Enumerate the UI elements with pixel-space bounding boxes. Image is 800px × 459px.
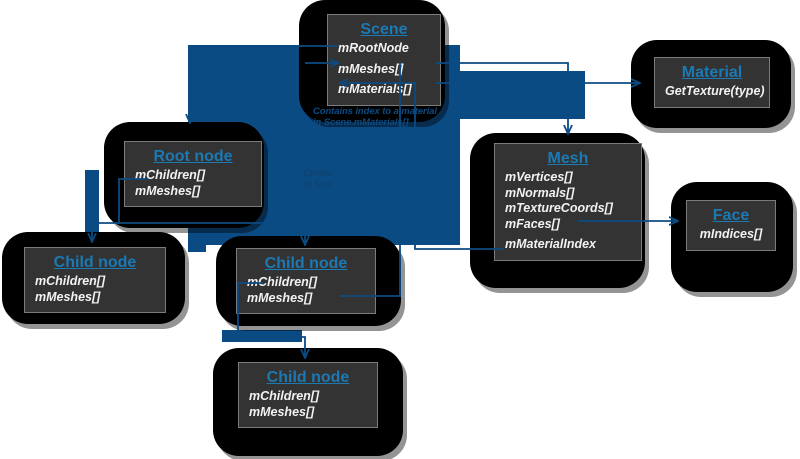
classbox-child-node-left[interactable]: Child node mChildren[] mMeshes[]	[24, 247, 166, 313]
root-node-title: Root node	[153, 148, 233, 165]
mesh-fields: mVertices[] mNormals[] mTextureCoords[] …	[505, 170, 631, 253]
child-node-left-fields: mChildren[] mMeshes[]	[35, 274, 155, 305]
classbox-mesh[interactable]: Mesh mVertices[] mNormals[] mTextureCoor…	[494, 143, 642, 261]
classbox-child-node-mid[interactable]: Child node mChildren[] mMeshes[]	[236, 248, 376, 314]
root-node-fields: mChildren[] mMeshes[]	[135, 168, 251, 199]
child-node-mid-title: Child node	[264, 255, 348, 272]
classbox-child-node-bottom[interactable]: Child node mChildren[] mMeshes[]	[238, 362, 378, 428]
face-fields: mIndices[]	[697, 227, 765, 243]
classbox-scene[interactable]: Scene mRootNode mMeshes[] mMaterials[]	[327, 14, 441, 106]
child-node-bottom-field-mmeshes: mMeshes[]	[249, 404, 315, 419]
mesh-field-mmaterialindex: mMaterialIndex	[505, 237, 597, 251]
blue-backdrop-notch-b	[222, 330, 302, 342]
scene-field-mrootnode: mRootNode	[338, 41, 409, 55]
mesh-field-mvertices: mVertices[]	[505, 170, 573, 184]
child-node-mid-field-mchildren: mChildren[]	[247, 275, 318, 289]
scene-field-mmaterials: mMaterials[]	[338, 82, 412, 96]
blue-backdrop-left-tab	[85, 170, 99, 240]
scene-title: Scene	[360, 21, 408, 38]
material-fields: GetTexture(type)	[665, 84, 765, 100]
child-node-left-field-mchildren: mChildren[]	[35, 274, 106, 288]
child-node-bottom-fields: mChildren[] mMeshes[]	[249, 389, 367, 420]
child-node-left-field-mmeshes: mMeshes[]	[35, 289, 101, 304]
root-node-field-mmeshes: mMeshes[]	[135, 183, 201, 198]
root-node-field-mchildren: mChildren[]	[135, 168, 206, 182]
mesh-field-mtexturecoords: mTextureCoords[]	[505, 201, 613, 215]
child-node-mid-field-mmeshes: mMeshes[]	[247, 290, 313, 305]
classbox-root-node[interactable]: Root node mChildren[] mMeshes[]	[124, 141, 262, 207]
scene-fields: mRootNode mMeshes[] mMaterials[]	[338, 41, 430, 98]
child-node-left-title: Child node	[53, 254, 137, 271]
face-field-mindices: mIndices[]	[699, 227, 763, 241]
note-occluder-block	[332, 166, 414, 190]
note-material-index: Contains index to a material in Scene.mM…	[313, 106, 437, 128]
classbox-material[interactable]: Material GetTexture(type)	[654, 57, 770, 108]
classbox-face[interactable]: Face mIndices[]	[686, 200, 776, 251]
material-field-gettexture: GetTexture(type)	[665, 84, 765, 98]
mesh-field-mnormals: mNormals[]	[505, 185, 575, 200]
child-node-mid-fields: mChildren[] mMeshes[]	[247, 275, 365, 306]
child-node-bottom-field-mchildren: mChildren[]	[249, 389, 320, 403]
face-title: Face	[712, 207, 750, 224]
mesh-title: Mesh	[547, 150, 589, 167]
scene-field-mmeshes: mMeshes[]	[338, 61, 404, 76]
mesh-field-mfaces: mFaces[]	[505, 216, 560, 231]
blue-backdrop-notch-a	[188, 240, 206, 252]
child-node-bottom-title: Child node	[266, 369, 350, 386]
material-title: Material	[681, 64, 743, 81]
